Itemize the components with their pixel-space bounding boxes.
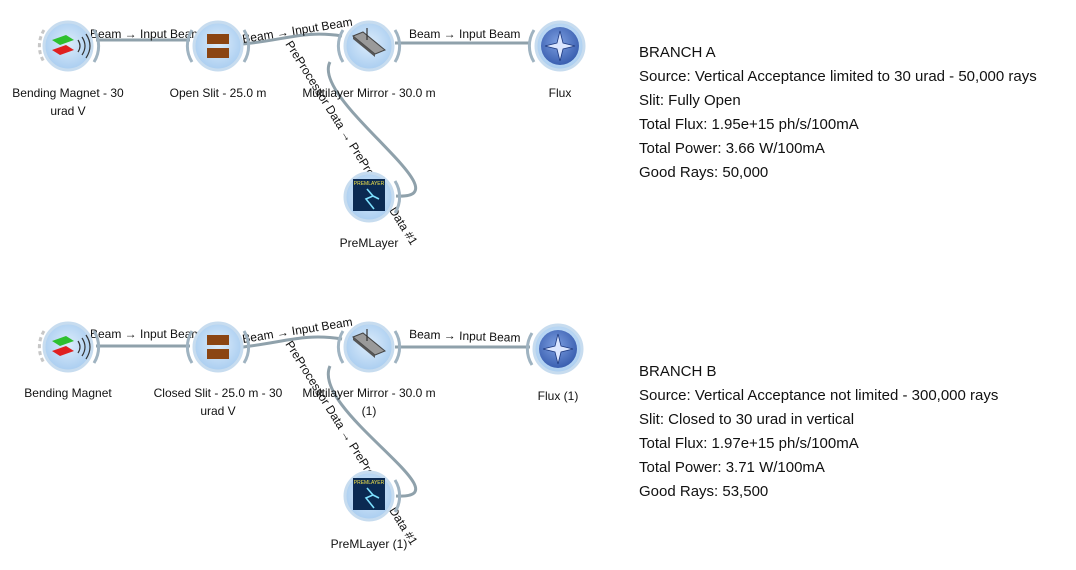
- branch-b-diagram: Beam → Input Beam Beam → Input Beam Beam…: [24, 315, 584, 551]
- link-label-source-slit-b: Beam → Input Beam: [90, 327, 201, 341]
- link-preml-mirror-b[interactable]: [326, 365, 417, 498]
- branch-b-flux: Total Flux: 1.97e+15 ph/s/100mA: [639, 435, 859, 452]
- link-label-preml-mirror-b: PreProcessor Data → PreProcessor Data #1: [282, 338, 420, 548]
- node-flux-a[interactable]: [527, 20, 586, 72]
- node-bending-magnet-b[interactable]: [37, 321, 101, 373]
- branch-a-source: Source: Vertical Acceptance limited to 3…: [639, 68, 1037, 85]
- branch-b-power: Total Power: 3.71 W/100mA: [639, 459, 825, 476]
- branch-b-slit: Slit: Closed to 30 urad in vertical: [639, 411, 855, 428]
- node-label-open-slit-a: Open Slit - 25.0 m: [170, 86, 267, 100]
- link-label-mirror-flux-a: Beam → Input Beam: [409, 27, 520, 41]
- node-bending-magnet-a[interactable]: [37, 20, 101, 72]
- premlayer-icon: PREMLAYER: [353, 478, 385, 510]
- node-label-multilayer-mirror-b-line2: (1): [362, 404, 377, 418]
- compass-icon: [539, 330, 577, 368]
- node-label-premlayer-b: PreMLayer (1): [331, 537, 408, 551]
- node-flux-b[interactable]: [525, 323, 584, 375]
- node-label-premlayer-a: PreMLayer: [340, 236, 399, 250]
- link-label-mirror-flux-b: Beam → Input Beam: [409, 327, 521, 345]
- bending-magnet-icon: [52, 334, 91, 360]
- branch-b-title: BRANCH B: [639, 363, 717, 380]
- slit-icon: [207, 34, 229, 58]
- branch-b-info: BRANCH B Source: Vertical Acceptance not…: [639, 360, 998, 504]
- premlayer-icon: PREMLAYER: [353, 179, 385, 211]
- node-closed-slit-b[interactable]: [185, 321, 251, 373]
- branch-a-diagram: Beam → Input Beam Beam → Input Beam Beam…: [12, 15, 586, 250]
- node-label-closed-slit-b: Closed Slit - 25.0 m - 30: [154, 386, 283, 400]
- node-label-flux-a: Flux: [549, 86, 572, 100]
- slit-icon: [207, 335, 229, 359]
- branch-a-power: Total Power: 3.66 W/100mA: [639, 140, 825, 157]
- svg-text:PREMLAYER: PREMLAYER: [354, 480, 385, 486]
- node-open-slit-a[interactable]: [185, 20, 251, 72]
- node-label-bending-magnet-a: Bending Magnet - 30: [12, 86, 124, 100]
- branch-a-slit: Slit: Fully Open: [639, 92, 741, 109]
- node-label-bending-magnet-b: Bending Magnet: [24, 386, 112, 400]
- bending-magnet-icon: [52, 33, 91, 59]
- compass-icon: [541, 27, 579, 65]
- node-premlayer-a[interactable]: PREMLAYER: [343, 171, 402, 223]
- link-label-source-slit-a: Beam → Input Beam: [90, 27, 201, 41]
- branch-a-info: BRANCH A Source: Vertical Acceptance lim…: [639, 41, 1037, 185]
- link-preml-mirror-a[interactable]: [326, 61, 417, 198]
- node-label-multilayer-mirror-a: Multilayer Mirror - 30.0 m: [302, 86, 435, 100]
- link-slit-mirror-b[interactable]: [242, 335, 343, 349]
- mirror-icon: [352, 28, 386, 57]
- link-slit-mirror-a[interactable]: [242, 32, 343, 46]
- branch-a-rays: Good Rays: 50,000: [639, 164, 769, 181]
- node-premlayer-b[interactable]: PREMLAYER: [343, 470, 402, 522]
- branch-b-source: Source: Vertical Acceptance not limited …: [639, 387, 999, 404]
- node-label-flux-b: Flux (1): [538, 389, 579, 403]
- node-label-bending-magnet-a-line2: urad V: [50, 104, 85, 118]
- node-label-multilayer-mirror-b: Multilayer Mirror - 30.0 m: [302, 386, 435, 400]
- branch-b-rays: Good Rays: 53,500: [639, 483, 769, 500]
- node-multilayer-mirror-a[interactable]: [336, 20, 402, 72]
- link-label-preml-mirror-a: PreProcessor Data → PreProcessor Data #1: [282, 38, 420, 248]
- svg-text:PREMLAYER: PREMLAYER: [354, 181, 385, 187]
- node-multilayer-mirror-b[interactable]: [336, 321, 402, 373]
- branch-a-flux: Total Flux: 1.95e+15 ph/s/100mA: [639, 116, 859, 133]
- mirror-icon: [352, 329, 386, 358]
- node-label-closed-slit-b-line2: urad V: [200, 404, 235, 418]
- branch-a-title: BRANCH A: [639, 44, 716, 61]
